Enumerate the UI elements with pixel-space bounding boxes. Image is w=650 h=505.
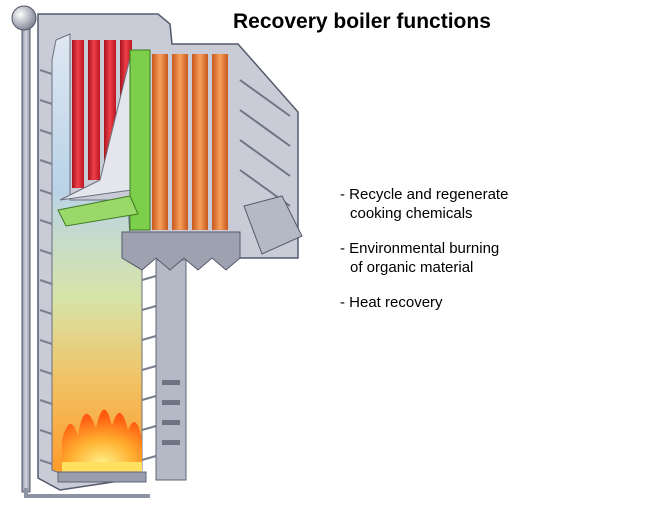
air-port-slots: [162, 380, 180, 445]
furnace-flames: [62, 409, 142, 470]
char-bed: [62, 462, 142, 472]
steam-drum: [11, 5, 37, 31]
economizer-panels: [152, 54, 228, 230]
furnace-right-wall: [141, 275, 157, 461]
function-list: - Recycle and regenerate cooking chemica…: [340, 185, 508, 328]
ash-hoppers: [121, 231, 241, 271]
diagram-title: Recovery boiler functions: [233, 10, 491, 33]
nose-ledge: [57, 195, 139, 227]
function-item-burning: - Environmental burning of organic mater…: [340, 239, 508, 277]
furnace-wall-tubes: [39, 69, 53, 465]
function-line: - Environmental burning: [340, 240, 500, 257]
boiler-bank: [129, 49, 151, 231]
function-item-recycle: - Recycle and regenerate cooking chemica…: [340, 185, 508, 223]
function-line: - Recycle and regenerate: [340, 186, 509, 203]
air-ports: [155, 259, 187, 481]
function-line-continued: cooking chemicals: [350, 205, 473, 222]
flue-gas-outlet: [243, 195, 303, 255]
downcomer-bottom: [24, 488, 150, 498]
function-item-heat: - Heat recovery: [340, 293, 508, 312]
downcomer-pipe: [21, 23, 31, 493]
furnace-floor: [57, 471, 147, 483]
function-line: - Heat recovery: [340, 294, 443, 311]
function-line-continued: of organic material: [350, 259, 474, 276]
